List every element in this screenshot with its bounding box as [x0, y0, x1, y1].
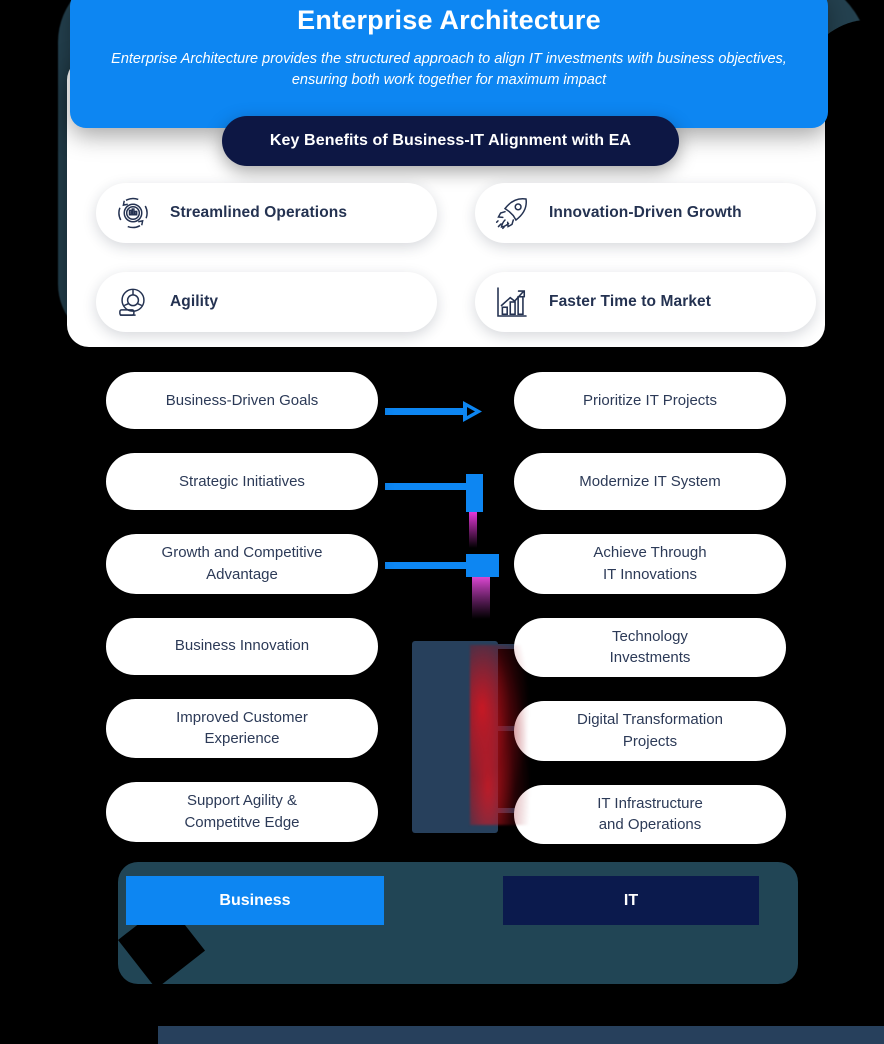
- pill-label: Support Agility &Competitve Edge: [184, 792, 300, 831]
- list-item[interactable]: Business-Driven Goals: [106, 372, 406, 429]
- list-item[interactable]: Prioritize IT Projects: [514, 372, 786, 429]
- benefit-label: Faster Time to Market: [549, 293, 712, 310]
- benefits-row-2: Agility Faster Time to Market: [96, 259, 816, 332]
- list-item[interactable]: Support Agility &Competitve Edge: [106, 782, 378, 842]
- benefit-card-agility[interactable]: Agility: [96, 272, 437, 332]
- pill-blue-cap: [360, 372, 406, 429]
- list-item[interactable]: Business Innovation: [106, 617, 378, 675]
- list-item[interactable]: Strategic Initiatives: [106, 453, 406, 510]
- benefit-card-streamlined-operations[interactable]: Streamlined Operations: [96, 183, 437, 243]
- pill-blue-cap: [360, 453, 406, 510]
- rocket-icon: [489, 190, 535, 236]
- benefits-grid: Streamlined Operations Innovation-Driven…: [96, 183, 816, 335]
- legend-business-button[interactable]: Business: [126, 876, 384, 925]
- process-cycle-icon: [110, 190, 156, 236]
- benefit-card-innovation-driven-growth[interactable]: Innovation-Driven Growth: [475, 183, 816, 243]
- list-item[interactable]: Modernize IT System: [514, 453, 786, 510]
- benefit-card-faster-time-to-market[interactable]: Faster Time to Market: [475, 272, 816, 332]
- page-title: Enterprise Architecture: [297, 5, 601, 35]
- legend-it-label: IT: [623, 891, 639, 909]
- benefit-label: Agility: [170, 293, 219, 310]
- pill-blue-cap: [360, 534, 406, 594]
- pill-label: Modernize IT System: [579, 472, 721, 490]
- key-benefits-chip-label: Key Benefits of Business-IT Alignment wi…: [269, 132, 632, 149]
- pill-label: Business-Driven Goals: [165, 391, 319, 409]
- pill-label: Strategic Initiatives: [179, 472, 305, 490]
- teamwork-icon: [110, 279, 156, 325]
- page-subtitle: Enterprise Architecture provides the str…: [111, 50, 787, 88]
- header-banner: Enterprise Architecture Enterprise Archi…: [70, 0, 828, 128]
- key-benefits-chip: Key Benefits of Business-IT Alignment wi…: [222, 116, 679, 166]
- growth-chart-icon: [489, 279, 535, 325]
- it-column: Prioritize IT Projects Modernize IT Syst…: [486, 372, 786, 868]
- pill-label: Business Innovation: [174, 637, 310, 655]
- red-glow-decoration: [470, 645, 530, 825]
- business-column: Business-Driven Goals Strategic Initiati…: [106, 372, 406, 866]
- pill-label: Prioritize IT Projects: [583, 391, 717, 409]
- benefits-row-1: Streamlined Operations Innovation-Driven…: [96, 183, 816, 243]
- benefit-label: Streamlined Operations: [170, 204, 348, 221]
- benefit-label: Innovation-Driven Growth: [549, 204, 742, 221]
- legend-it-button[interactable]: IT: [503, 876, 759, 925]
- legend-business-label: Business: [219, 891, 291, 909]
- bottom-bar: [158, 1026, 884, 1044]
